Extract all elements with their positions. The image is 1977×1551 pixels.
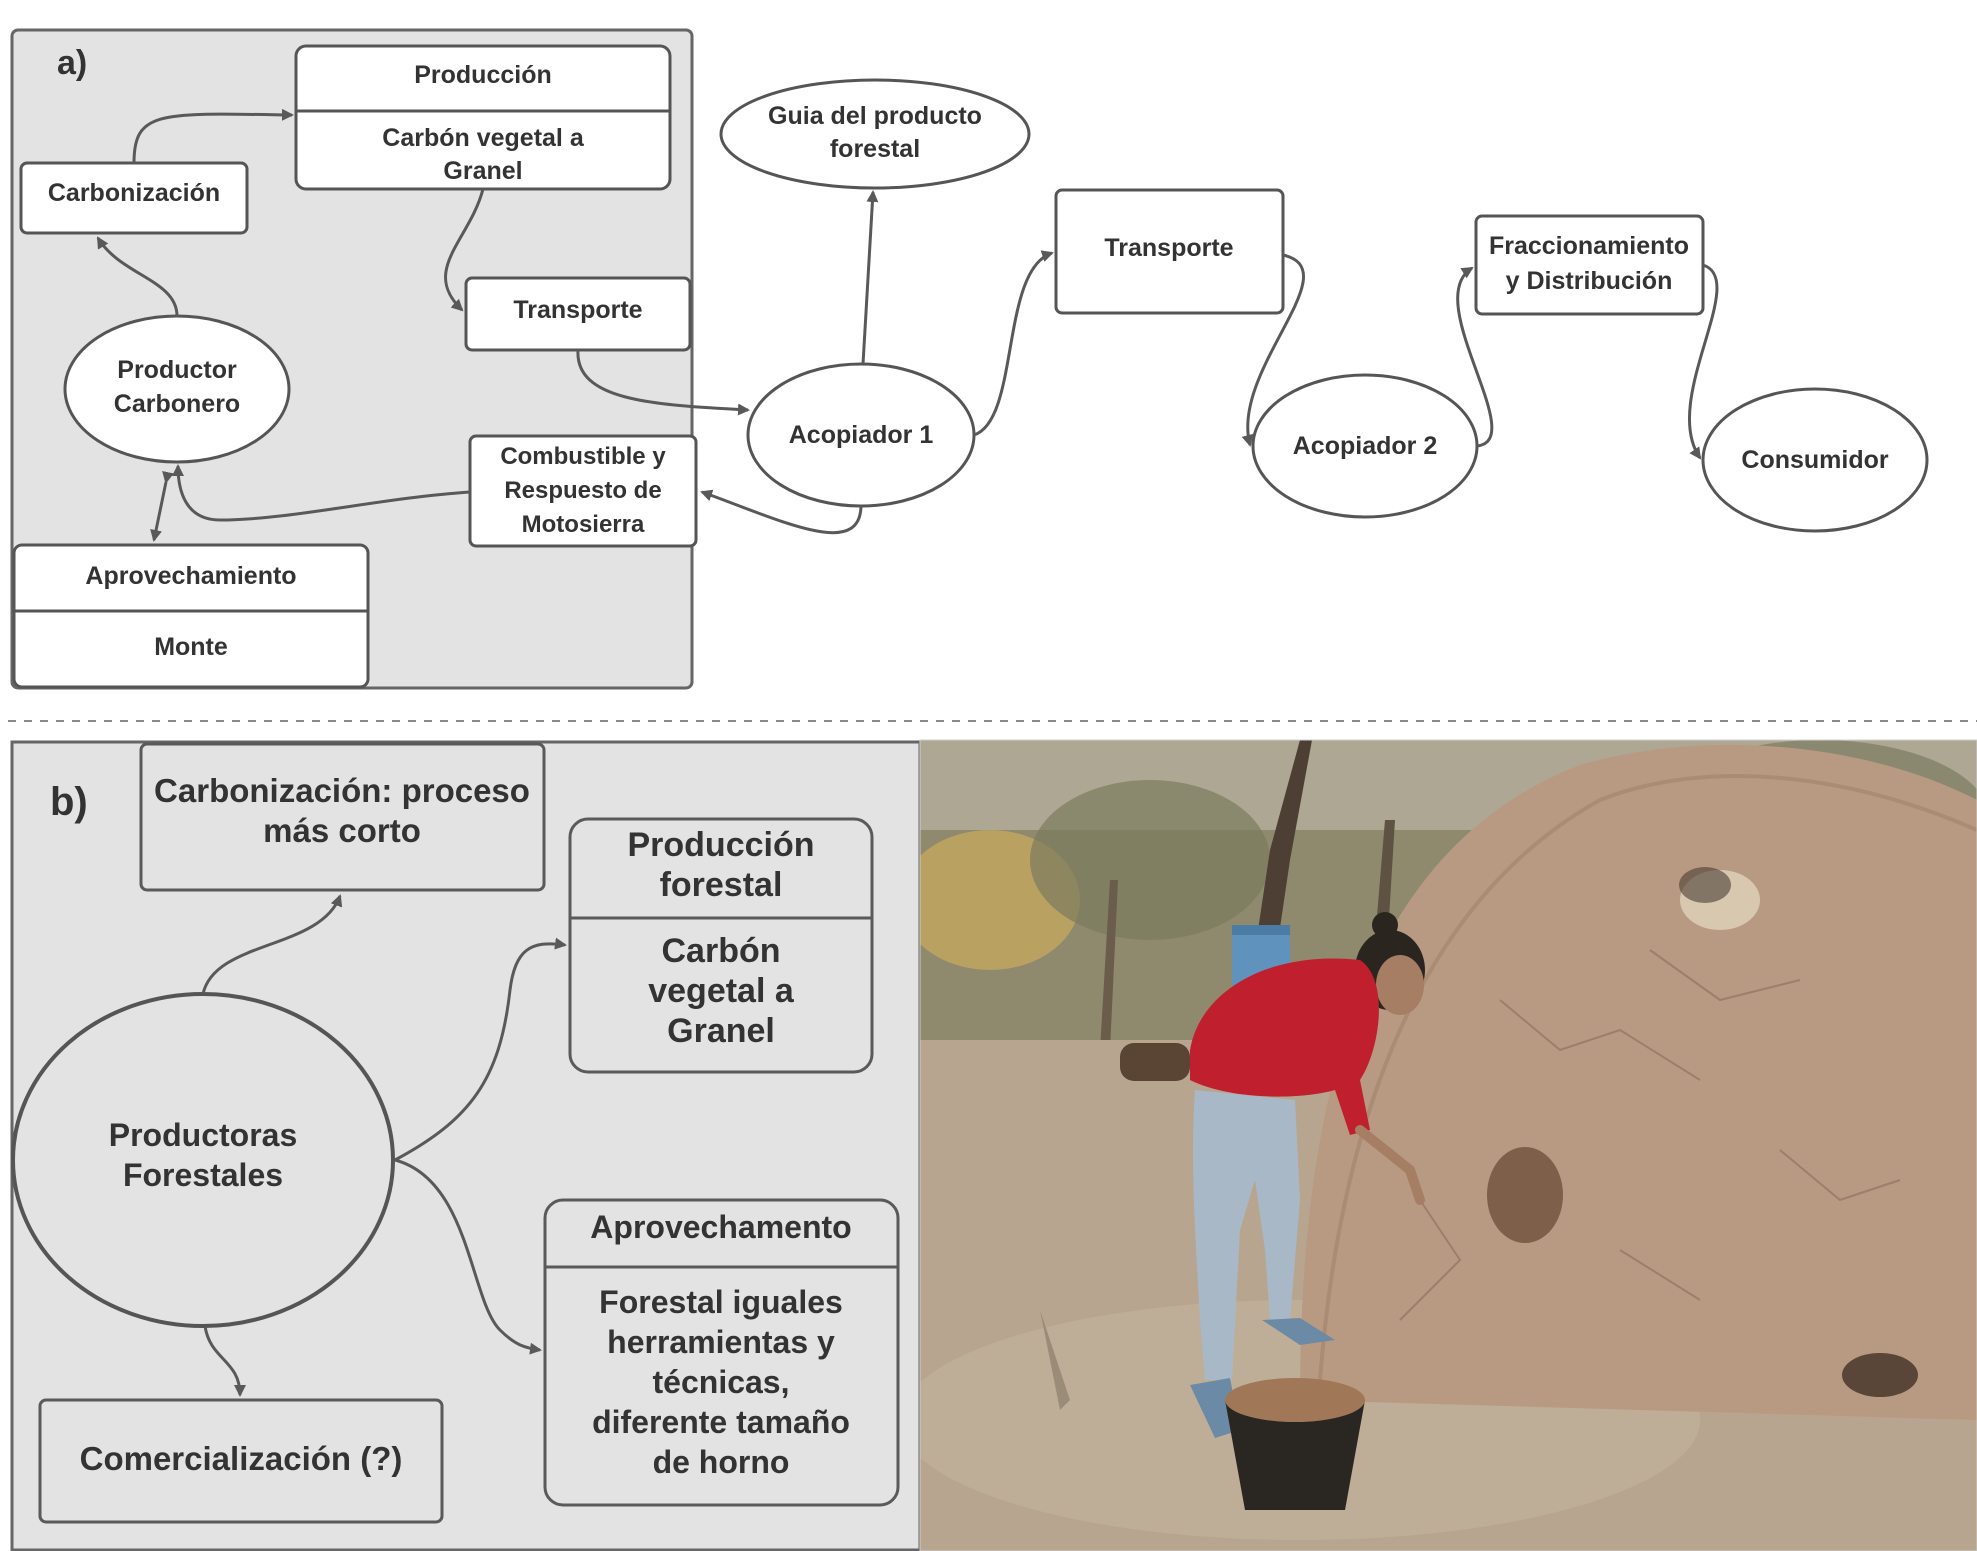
- produccion-box: Producción Carbón vegetal a Granel: [294, 44, 672, 191]
- produccion-forestal-body3: Granel: [667, 1012, 775, 1050]
- produccion-forestal-body1: Carbón: [662, 932, 781, 970]
- guia-line1: Guia del producto: [768, 102, 982, 130]
- panel-b-label: b): [50, 780, 88, 824]
- productoras-forestales-node: Productoras Forestales: [11, 992, 395, 1328]
- arrow-productor-to-carbonizacion: [96, 236, 179, 317]
- arrow-productoras-to-carbonizacion: [201, 894, 343, 995]
- transporte-inner-box: Transporte: [464, 276, 692, 352]
- aprovechamiento-box: Aprovechamiento Monte: [12, 543, 370, 689]
- productor-line2: Carbonero: [114, 390, 240, 418]
- produccion-body-line2: Granel: [443, 157, 522, 185]
- transporte-outer-box: Transporte: [1054, 188, 1285, 315]
- produccion-body-line1: Carbón vegetal a: [382, 124, 585, 152]
- acopiador-1-node: Acopiador 1: [746, 362, 976, 508]
- arrow-productor-aprovechamiento: [150, 470, 174, 542]
- produccion-forestal-header2: forestal: [660, 866, 783, 904]
- arrow-acopiador1-to-combustible: [700, 489, 863, 535]
- comercializacion-label: Comercialización (?): [80, 1440, 403, 1477]
- arrow-carbonizacion-to-produccion: [132, 108, 294, 164]
- carbonizacion-box: Carbonización: [19, 161, 249, 235]
- acopiador-2-label: Acopiador 2: [1293, 432, 1437, 460]
- fraccionamiento-line1: Fraccionamiento: [1489, 232, 1689, 260]
- productoras-line1: Productoras: [109, 1117, 297, 1153]
- fraccionamiento-line2: y Distribución: [1506, 267, 1673, 295]
- carbonizacion-proceso-line2: más corto: [263, 812, 421, 849]
- carbonizacion-label: Carbonización: [48, 179, 220, 207]
- kiln-photo: [920, 740, 1977, 1551]
- guia-line2: forestal: [830, 135, 920, 163]
- combustible-box: Combustible y Respuesto de Motosierra: [468, 434, 698, 548]
- arrow-produccion-to-transporte: [444, 188, 485, 312]
- aprovechamiento-body: Monte: [154, 633, 228, 661]
- produccion-forestal-box: Producción forestal Carbón vegetal a Gra…: [568, 817, 874, 1074]
- arrow-fraccionamiento-to-consumidor: [1688, 263, 1719, 460]
- arrow-acopiador1-to-transporte: [973, 250, 1054, 437]
- arrow-combustible-to-productor: [172, 464, 471, 522]
- aprovechamento-body5: de horno: [653, 1444, 790, 1480]
- transporte-outer-label: Transporte: [1104, 234, 1233, 262]
- produccion-forestal-header1: Producción: [627, 826, 814, 864]
- panel-a-label: a): [57, 44, 87, 82]
- productor-carbonero-node: Productor Carbonero: [63, 314, 291, 464]
- aprovechamento-body2: herramientas y: [607, 1324, 835, 1360]
- acopiador-1-label: Acopiador 1: [789, 421, 934, 449]
- arrow-productoras-to-aprovechamento: [394, 1158, 542, 1355]
- produccion-header: Producción: [414, 61, 552, 89]
- aprovechamento-header: Aprovechamento: [590, 1209, 851, 1245]
- guia-node: Guia del producto forestal: [719, 78, 1031, 190]
- productor-line1: Productor: [117, 356, 237, 384]
- carbonizacion-proceso-line1: Carbonización: proceso: [154, 772, 530, 809]
- arrow-transporte-to-acopiador2: [1241, 253, 1306, 447]
- arrow-acopiador2-to-fraccionamiento: [1456, 266, 1494, 448]
- productoras-line2: Forestales: [123, 1157, 283, 1193]
- aprovechamento-box: Aprovechamento Forestal iguales herramie…: [543, 1198, 900, 1507]
- acopiador-2-node: Acopiador 2: [1251, 373, 1479, 519]
- aprovechamento-body1: Forestal iguales: [599, 1284, 843, 1320]
- aprovechamento-body4: diferente tamaño: [592, 1404, 850, 1440]
- produccion-forestal-body2: vegetal a: [648, 972, 795, 1010]
- arrow-productoras-to-comercializacion: [203, 1325, 246, 1397]
- fraccionamiento-box: Fraccionamiento y Distribución: [1474, 214, 1705, 316]
- photo-frame: [919, 739, 1977, 1551]
- transporte-inner-label: Transporte: [513, 296, 642, 324]
- combustible-line1: Combustible y: [500, 443, 666, 470]
- comercializacion-box: Comercialización (?): [38, 1398, 444, 1524]
- combustible-line2: Respuesto de: [504, 477, 661, 504]
- combustible-line3: Motosierra: [522, 511, 645, 538]
- arrow-acopiador1-to-guia: [861, 190, 879, 365]
- carbonizacion-proceso-box: Carbonización: proceso más corto: [139, 742, 546, 892]
- consumidor-label: Consumidor: [1741, 446, 1888, 474]
- aprovechamento-body3: técnicas,: [653, 1364, 790, 1400]
- arrow-productoras-to-produccion: [394, 937, 567, 1162]
- aprovechamiento-header: Aprovechamiento: [85, 562, 296, 590]
- consumidor-node: Consumidor: [1701, 387, 1929, 533]
- arrow-transporte-to-acopiador1: [576, 349, 750, 416]
